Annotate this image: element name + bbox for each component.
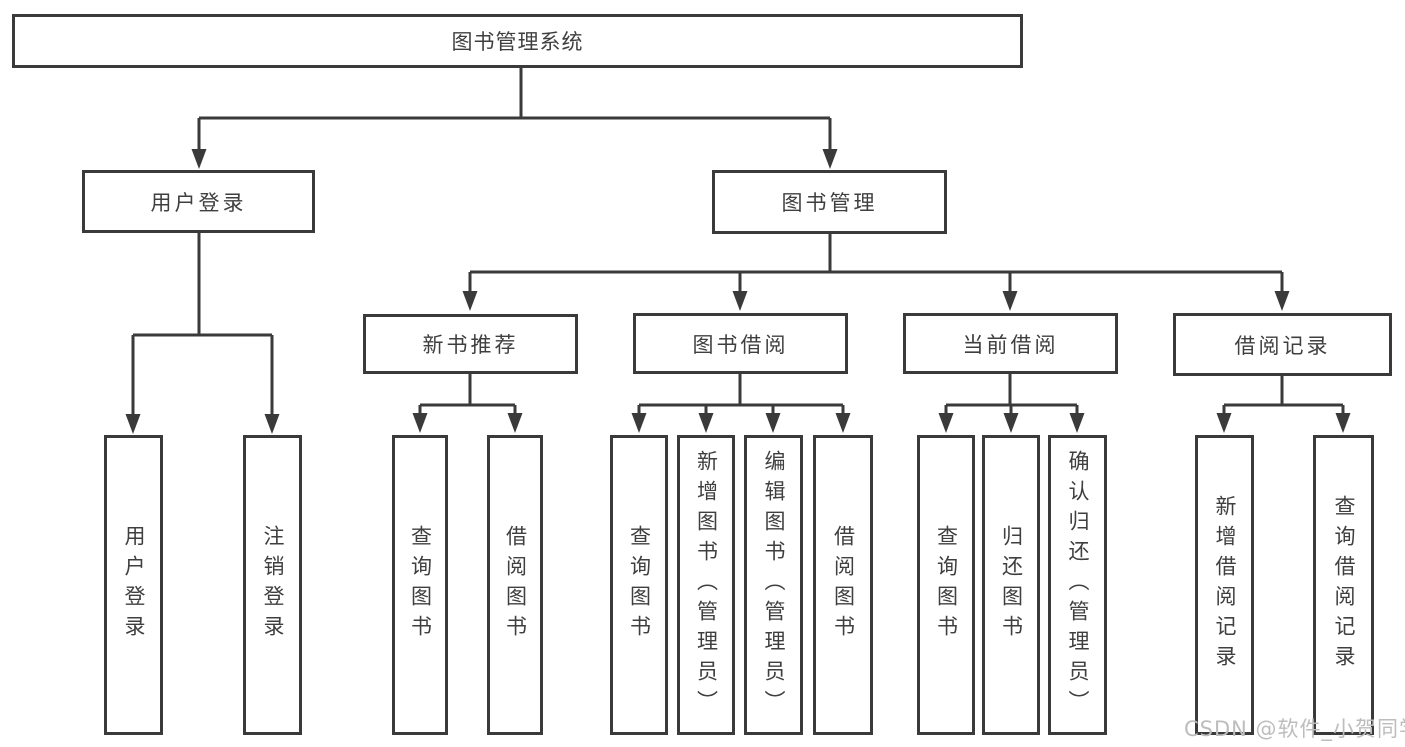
arrow-down-icon	[1216, 413, 1232, 433]
node-label: 新书推荐	[422, 333, 519, 357]
leaf-query-books-current: 查询图书	[917, 435, 975, 735]
leaf-query-borrowing-record: 查询借阅记录	[1313, 435, 1374, 735]
arrow-down-icon	[1069, 413, 1085, 433]
leaf-add-borrowing-record: 新增借阅记录	[1195, 435, 1254, 735]
leaf-query-books-borrowing: 查询图书	[610, 435, 668, 735]
leaf-label: 查询图书	[627, 525, 652, 645]
leaf-borrow-books-recommend: 借阅图书	[487, 435, 543, 735]
arrow-down-icon	[835, 413, 851, 433]
arrow-down-icon	[264, 414, 280, 434]
leaf-label: 借阅图书	[831, 525, 856, 645]
leaf-label: 查询图书	[408, 525, 433, 645]
leaf-label: 确认归还（管理员）	[1066, 450, 1090, 720]
arrow-down-icon	[1002, 291, 1018, 311]
arrow-down-icon	[507, 413, 523, 433]
arrow-down-icon	[938, 413, 954, 433]
leaf-label: 归还图书	[999, 525, 1024, 645]
node-library-management-system: 图书管理系统	[12, 14, 1023, 68]
leaf-label: 借阅图书	[503, 525, 528, 645]
node-label: 借阅记录	[1234, 333, 1331, 358]
connector-book-management-branch	[468, 234, 1284, 293]
arrow-down-icon	[765, 413, 781, 433]
node-new-book-recommendation: 新书推荐	[363, 314, 578, 374]
arrow-down-icon	[631, 413, 647, 433]
node-label: 图书借阅	[692, 332, 789, 357]
node-user-login: 用户登录	[82, 170, 315, 233]
arrow-down-icon	[462, 291, 478, 311]
csdn-watermark: CSDN @软件_小贺同学	[1184, 717, 1405, 741]
leaf-return-books: 归还图书	[982, 435, 1040, 735]
node-label: 图书管理系统	[451, 30, 584, 54]
arrow-down-icon	[732, 291, 748, 311]
arrow-down-icon	[1335, 413, 1351, 433]
leaf-label: 查询借阅记录	[1332, 495, 1356, 675]
leaf-edit-book-admin: 编辑图书（管理员）	[744, 435, 803, 735]
leaf-query-books-recommend: 查询图书	[392, 435, 448, 735]
arrow-down-icon	[1003, 413, 1019, 433]
leaf-label: 编辑图书（管理员）	[762, 450, 786, 720]
node-book-management: 图书管理	[712, 170, 947, 234]
connector-borrow-records-branch	[1222, 376, 1345, 416]
leaf-label: 新增借阅记录	[1213, 495, 1237, 675]
arrow-down-icon	[1274, 291, 1290, 311]
leaf-label: 用户登录	[122, 525, 146, 645]
leaf-borrow-books-borrowing: 借阅图书	[813, 435, 873, 735]
leaf-logout: 注销登录	[243, 435, 302, 735]
leaf-label: 新增图书（管理员）	[694, 450, 719, 720]
connector-user-login-branch	[131, 233, 274, 416]
arrow-down-icon	[412, 413, 428, 433]
leaf-confirm-return-admin: 确认归还（管理员）	[1048, 435, 1107, 735]
node-label: 图书管理	[781, 191, 878, 215]
connector-current-borrow-branch	[944, 374, 1079, 416]
leaf-label: 查询图书	[934, 525, 959, 645]
node-label: 当前借阅	[962, 332, 1059, 357]
leaf-add-book-admin: 新增图书（管理员）	[677, 435, 735, 735]
arrow-down-icon	[191, 149, 207, 169]
connector-book-borrow-branch	[637, 374, 845, 416]
connector-root-to-level2	[197, 68, 832, 151]
arrow-down-icon	[698, 413, 714, 433]
arrow-down-icon	[125, 414, 141, 434]
leaf-label: 注销登录	[261, 525, 285, 645]
node-borrowing-records: 借阅记录	[1173, 313, 1392, 376]
arrow-down-icon	[822, 149, 838, 169]
connector-new-book-branch	[418, 374, 517, 416]
leaf-user-login: 用户登录	[104, 435, 163, 735]
node-current-borrowing: 当前借阅	[903, 313, 1118, 374]
node-book-borrowing: 图书借阅	[633, 313, 848, 374]
node-label: 用户登录	[150, 190, 247, 215]
